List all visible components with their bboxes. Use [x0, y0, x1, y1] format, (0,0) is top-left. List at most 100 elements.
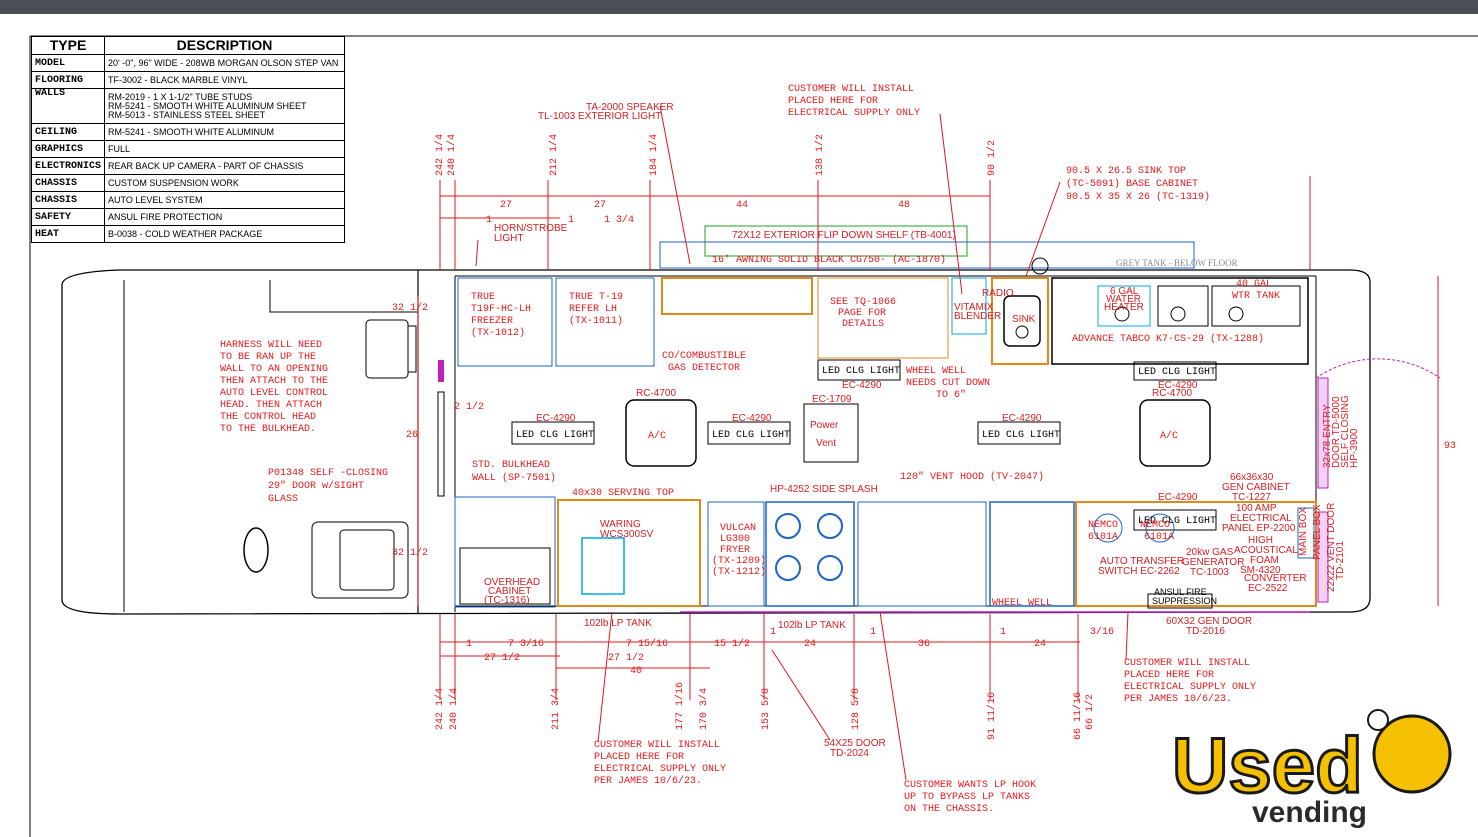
lp-tank-label: 102lb LP TANK [778, 620, 846, 631]
harness-note: HARNESS WILL NEED [220, 340, 322, 351]
ec4290-label: EC-4290 [842, 380, 882, 391]
spec-key: WALLS [30, 88, 106, 124]
side-splash-label: HP-4252 SIDE SPLASH [770, 484, 878, 495]
dim-label: 91 11/16 [986, 692, 998, 740]
customer-note-right: ELECTRICAL SUPPLY ONLY [1124, 682, 1256, 693]
power-vent-label: Power [810, 420, 839, 431]
spec-header-description: DESCRIPTION [104, 36, 346, 55]
harness-note: TO THE BULKHEAD. [220, 424, 316, 435]
led-label: LED CLG LIGHT [822, 366, 900, 377]
entry-door-label: 32x78 ENTRY [1322, 404, 1333, 468]
freezer-label: T19F-HC-LH [471, 304, 531, 315]
customer-note-right: CUSTOMER WILL INSTALL [1124, 658, 1250, 669]
vent-door-panel [1317, 511, 1329, 603]
dim-label: 24 [1034, 639, 1046, 650]
equipment-area [817, 277, 949, 359]
dim-label: 27 [500, 200, 512, 211]
dim-label: 48 [898, 200, 910, 211]
dim-label: 211 3/4 [550, 688, 562, 730]
ac-unit-2 [1139, 399, 1211, 467]
co-detector-label: GAS DETECTOR [668, 363, 740, 374]
water-heater-label: 6 GAL [1110, 286, 1139, 297]
sink-note: (TC-5091) BASE CABINET [1066, 178, 1198, 190]
power-vent [803, 403, 859, 463]
vent-door-label: TD-2101 [1335, 541, 1346, 580]
overhead-cabinet-label: OVERHEAD [484, 577, 540, 588]
refer-outline [555, 277, 655, 367]
bulkhead-door [437, 391, 445, 497]
sink-drain [1015, 325, 1029, 339]
dim-label: 1 [466, 639, 472, 650]
ansul-box [1147, 593, 1213, 609]
harness-opening [438, 360, 444, 382]
gen-door-label: TD-2016 [1186, 626, 1225, 637]
logo-mascot-icon [1372, 714, 1452, 794]
rc4700-label: RC-4700 [1152, 388, 1192, 399]
lp-hook-note: ON THE CHASSIS. [904, 804, 994, 815]
customer-note-bottom: CUSTOMER WILL INSTALL [594, 740, 720, 751]
leader-line [1125, 611, 1129, 661]
dim-label: 153 5/8 [760, 688, 772, 730]
dim-label: 240 1/4 [446, 134, 458, 176]
foam-label: ACOUSTICAL [1234, 545, 1298, 556]
dim-label: 2 1/2 [454, 401, 484, 413]
used-vending-logo: Used vending [1171, 709, 1452, 829]
led-light-5 [1133, 361, 1217, 381]
ac-label-2: A/C [1160, 430, 1178, 442]
converter-label: CONVERTER [1244, 573, 1307, 584]
leader-line [939, 113, 963, 295]
door-5425-label: TD-2024 [830, 748, 869, 759]
overhead-cabinet [459, 547, 551, 605]
serving-top [557, 499, 701, 607]
dim-label: 32 1/2 [392, 302, 428, 314]
see-tq-note: PAGE FOR [838, 308, 886, 319]
dim-label: 138 1/2 [814, 134, 826, 176]
entry-door-panel [1317, 377, 1329, 489]
dash-outline [269, 280, 418, 313]
freezer-label: TRUE [471, 292, 495, 303]
bulkhead-note: STD. BULKHEAD [472, 460, 550, 471]
harness-note: TO BE RAN UP THE [220, 352, 316, 363]
customer-note-top: PLACED HERE FOR [788, 96, 878, 107]
led-light-1 [511, 421, 595, 445]
entry-door-label: SELF CLOSING [1340, 395, 1351, 468]
dim-label: 7 3/16 [508, 638, 544, 650]
ac-unit-1 [625, 399, 697, 467]
serving-top-label: 40x30 SERVING TOP [572, 488, 674, 499]
dim-label: 1 [770, 627, 776, 638]
door-note: 29" DOOR w/SIGHT [268, 480, 364, 492]
ext-light-note: TL-1003 EXTERIOR LIGHT [538, 111, 661, 122]
door-note: GLASS [268, 494, 298, 505]
harness-note: WALL TO AN OPENING [220, 364, 328, 375]
gen-cabinet-label: GEN CABINET [1222, 482, 1290, 493]
awning-label: 16' AWNING SOLID BLACK CG750- (AC-1870) [712, 254, 946, 266]
truck-outline [61, 269, 1371, 615]
vitamix-label: VITAMIX [954, 302, 994, 313]
panel-box-label: PANEL BOX [1312, 504, 1323, 560]
ec4290-label: EC-4290 [1158, 492, 1198, 503]
leader-line [771, 649, 831, 741]
driver-seat [311, 521, 409, 599]
generator-label: TC-1003 [1190, 567, 1229, 578]
overhead-cabinet-area [454, 496, 556, 608]
horn-note: LIGHT [494, 233, 523, 244]
shelf-label: 72X12 EXTERIOR FLIP DOWN SHELF (TB-4001) [732, 230, 956, 241]
speaker-note: TA-2000 SPEAKER [586, 102, 674, 113]
ac-label-1: A/C [648, 430, 666, 442]
ansul-label: SUPPRESSION [1152, 596, 1217, 606]
dim-label: 36 [918, 639, 930, 650]
burner-icon [775, 513, 801, 539]
refer-label: TRUE T-19 [569, 292, 623, 303]
basin-1-drain [1114, 306, 1130, 322]
dim-label: 32 1/2 [392, 547, 428, 559]
advance-tabco-label: ADVANCE TABCO K7-CS-29 (TX-1288) [1072, 333, 1264, 345]
converter-label: EC-2522 [1248, 583, 1288, 594]
three-comp-sink [1051, 277, 1309, 365]
water-heater-label: HEATER [1104, 302, 1144, 313]
vulcan-label: (TX-1212) [712, 566, 766, 578]
griddle [857, 501, 987, 607]
vent-door-label: 22x22 VENT DOOR [1326, 503, 1337, 592]
gen-door-label: 60X32 GEN DOOR [1166, 616, 1252, 627]
lp-hook-note: UP TO BYPASS LP TANKS [904, 792, 1030, 803]
